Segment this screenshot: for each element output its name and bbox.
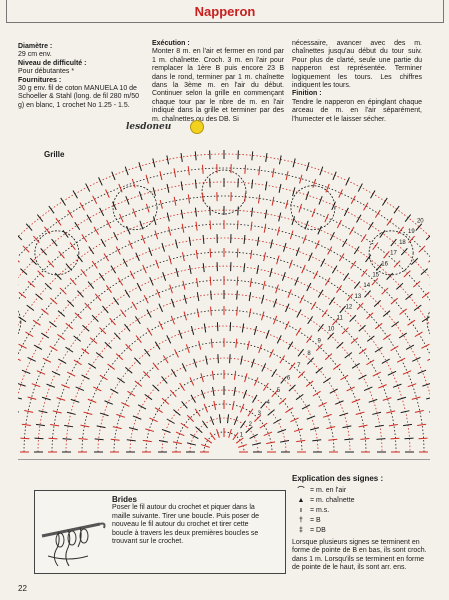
round-number-label: 19 xyxy=(408,229,415,235)
finition-label: Finition : xyxy=(292,90,322,98)
round-number-label: 2 xyxy=(249,422,253,428)
round-number-label: 4 xyxy=(267,400,271,406)
legend-title: Explication des signes : xyxy=(292,474,384,483)
round-number-label: 5 xyxy=(277,388,281,394)
execution-label: Exécution : xyxy=(152,40,190,47)
legend-row: ▲ = m. chaînette xyxy=(292,495,432,505)
brides-instructions: Brides Poser le fil autour du crochet et… xyxy=(112,495,262,546)
signature: lesdoneu xyxy=(126,122,172,132)
brides-title: Brides xyxy=(112,495,137,504)
page-number: 22 xyxy=(18,584,27,593)
treble-crochet-icon: ‡ xyxy=(299,526,303,534)
round-number-label: 10 xyxy=(328,326,335,332)
legend-text: = B xyxy=(310,516,321,524)
round-number-label: 18 xyxy=(399,240,406,246)
round-number-label: 16 xyxy=(381,262,388,268)
brides-text: Poser le fil autour du crochet et piquer… xyxy=(112,504,260,546)
niveau-label: Niveau de difficulté : xyxy=(18,59,87,67)
legend-row: ı = m.s. xyxy=(292,505,432,515)
round-number-label: 17 xyxy=(390,251,397,257)
round-number-label: 12 xyxy=(346,305,353,311)
round-number-label: 11 xyxy=(337,315,344,321)
grille-label: Grille xyxy=(44,150,65,159)
page-title: Napperon xyxy=(194,3,256,19)
round-number-label: 15 xyxy=(372,272,379,278)
round-number-label: 13 xyxy=(354,294,361,300)
fournitures-label: Fournitures : xyxy=(18,76,62,84)
round-number-label: 1 xyxy=(240,433,244,439)
legend-note: Lorsque plusieurs signes se terminent en… xyxy=(292,539,427,572)
slip-stitch-icon: ▲ xyxy=(297,496,305,504)
round-number-label: 9 xyxy=(318,339,322,345)
finition-column: nécessaire, avancer avec des m. chaînett… xyxy=(292,40,422,124)
round-number-label: 7 xyxy=(297,363,301,369)
chain-stitch-icon: ⌒ xyxy=(297,486,305,494)
round-number-label: 3 xyxy=(258,411,262,417)
double-crochet-icon: † xyxy=(299,516,303,524)
brides-illustration-box xyxy=(34,490,286,574)
legend-text: = m. en l'air xyxy=(310,486,347,494)
legend-text: = m. chaînette xyxy=(310,496,355,504)
legend-row: ‡ = DB xyxy=(292,525,432,535)
crochet-hook-illustration xyxy=(41,522,106,567)
diametre-value: 29 cm env. xyxy=(18,51,52,59)
round-number-label: 8 xyxy=(307,351,311,357)
round-number-label: 20 xyxy=(417,218,424,224)
execution-column: Exécution : Monter 8 m. en l'air et ferm… xyxy=(152,40,284,124)
single-crochet-icon: ı xyxy=(300,506,302,514)
round-number-label: 6 xyxy=(287,376,291,382)
execution-text: Monter 8 m. en l'air et fermer en rond p… xyxy=(152,48,284,123)
finition-text: Tendre le napperon en épinglant chaque a… xyxy=(292,98,422,123)
legend-text: = m.s. xyxy=(310,506,330,514)
smiley-icon xyxy=(190,120,204,134)
legend-row: † = B xyxy=(292,515,432,525)
materials-column: Diamètre : 29 cm env. Niveau de difficul… xyxy=(18,43,140,110)
fournitures-value: 30 g env. fil de coton MANUELA 10 de Sch… xyxy=(18,85,140,109)
title-bar: Napperon xyxy=(6,0,444,23)
legend-text: = DB xyxy=(310,526,326,534)
niveau-value: Pour débutantes * xyxy=(18,68,75,76)
diametre-label: Diamètre : xyxy=(18,43,53,50)
legend-row: ⌒ = m. en l'air xyxy=(292,485,432,495)
symbol-legend: Explication des signes : ⌒= m. en l'air … xyxy=(292,474,432,573)
instructions-continued: nécessaire, avancer avec des m. chaînett… xyxy=(292,40,422,90)
round-number-label: 14 xyxy=(363,283,370,289)
divider xyxy=(18,459,430,460)
